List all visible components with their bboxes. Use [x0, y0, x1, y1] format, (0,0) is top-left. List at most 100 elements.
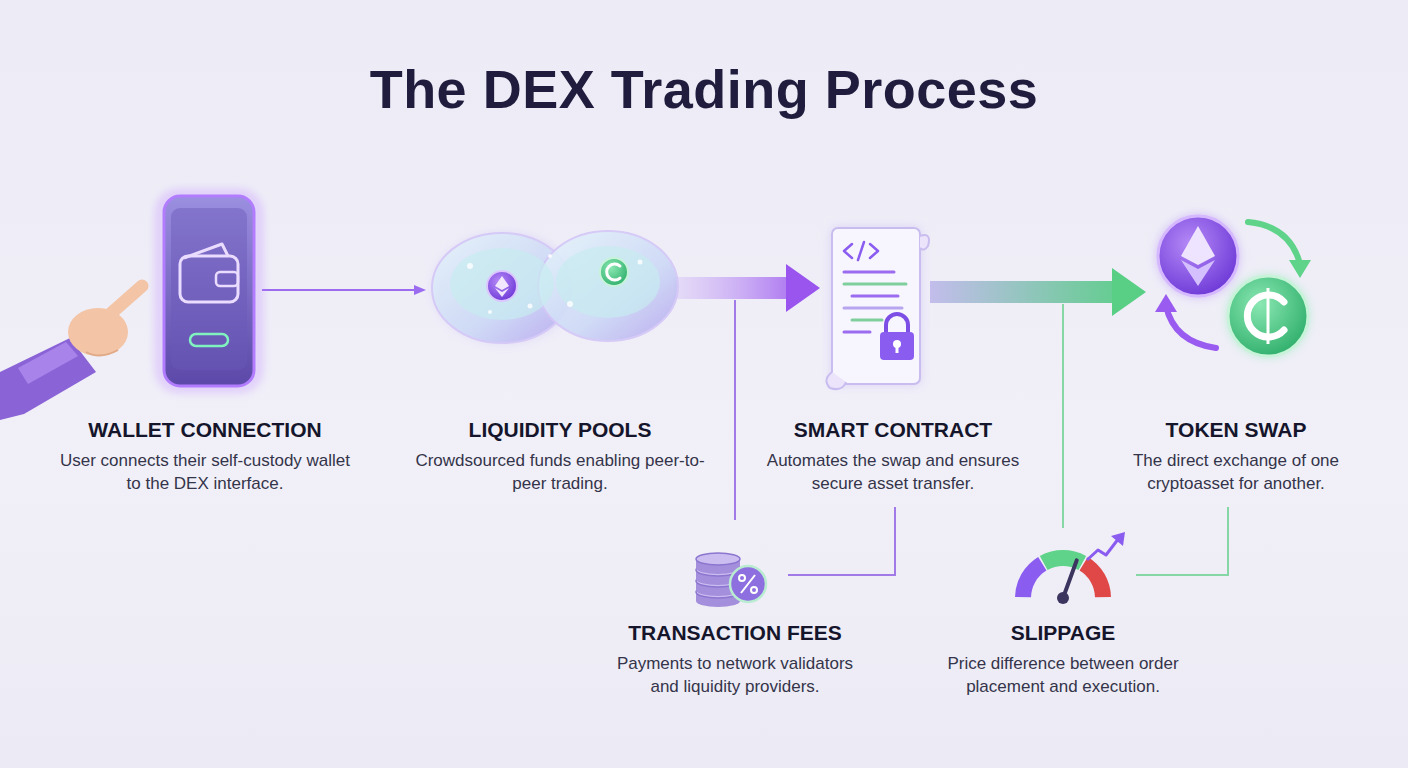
scroll-curl — [826, 372, 846, 389]
pool-right — [538, 231, 678, 341]
gauge-segment — [1015, 557, 1046, 597]
percent-symbol — [751, 587, 757, 593]
swap-arrowhead — [1289, 260, 1311, 278]
coin-glow — [1156, 214, 1240, 298]
code-line — [844, 307, 902, 310]
step-heading: TRANSACTION FEES — [603, 620, 868, 646]
hand-palm — [68, 308, 128, 356]
step-description: Automates the swap and ensures secure as… — [748, 449, 1038, 495]
process-step: LIQUIDITY POOLSCrowdsourced funds enabli… — [430, 226, 680, 346]
step-heading: SMART CONTRACT — [748, 417, 1038, 443]
cedi-symbol — [1267, 288, 1270, 344]
process-step: SMART CONTRACTAutomates the swap and ens… — [822, 222, 932, 394]
coin-symbol — [607, 264, 620, 280]
ether-symbol — [1181, 260, 1215, 286]
scroll-curl — [920, 235, 929, 249]
lock-keyhole — [896, 345, 899, 353]
fee-leader-line — [734, 300, 736, 520]
percent-symbol — [741, 575, 755, 593]
scroll-glow — [830, 226, 922, 386]
wallet-flap — [184, 244, 228, 258]
pool-water — [556, 246, 660, 318]
step-texts: WALLET CONNECTION User connects their sel… — [55, 417, 355, 495]
pool-bubble — [528, 304, 533, 309]
step-description: Crowdsourced funds enabling peer-to-peer… — [415, 449, 705, 495]
pool-bubble — [467, 263, 473, 269]
gauge-segment — [1080, 557, 1111, 597]
process-step: TRANSACTION FEESPayments to network vali… — [692, 536, 766, 606]
pool-left — [432, 233, 572, 343]
flow-arrow — [674, 277, 786, 299]
hand-cuff — [18, 342, 78, 384]
scroll-paper — [832, 228, 920, 384]
pool-bubble — [638, 260, 643, 265]
ether-coin — [1158, 216, 1238, 296]
cedi-coin — [1228, 276, 1308, 356]
step-icon — [822, 222, 932, 394]
pool-water — [450, 248, 554, 320]
swap-arrow — [1166, 306, 1216, 348]
hand-finger — [108, 286, 142, 316]
code-symbol — [844, 242, 878, 260]
coin-symbol — [495, 276, 509, 297]
lock-shackle — [886, 314, 908, 334]
step-heading: LIQUIDITY POOLS — [415, 417, 705, 443]
cedi-symbol — [1247, 295, 1284, 337]
step-texts: TRANSACTION FEES Payments to network vali… — [603, 620, 868, 698]
step-icon — [692, 536, 766, 606]
step-texts: TOKEN SWAP The direct exchange of one cry… — [1091, 417, 1381, 495]
pool-coin — [487, 271, 517, 301]
step-description: The direct exchange of one cryptoasset f… — [1091, 449, 1381, 495]
trend-arrowhead — [1111, 532, 1125, 546]
process-step: WALLET CONNECTIONUser connects their sel… — [158, 192, 260, 390]
step-icon — [1003, 530, 1128, 605]
flow-arrow — [930, 281, 1112, 303]
ether-symbol — [1181, 226, 1215, 265]
step-icon — [1150, 208, 1315, 360]
code-line — [844, 283, 906, 286]
step-heading: SLIPPAGE — [923, 620, 1203, 646]
phone-glow — [160, 194, 258, 388]
step-texts: SMART CONTRACT Automates the swap and ens… — [748, 417, 1038, 495]
phone-screen — [171, 208, 247, 370]
coin-glow — [1226, 274, 1310, 358]
connector-line — [788, 507, 895, 575]
gauge — [1015, 550, 1111, 604]
gauge-segment — [1040, 550, 1086, 570]
phone-button — [190, 334, 228, 346]
step-heading: WALLET CONNECTION — [55, 417, 355, 443]
step-icon — [430, 226, 680, 346]
pool-bubble — [548, 254, 552, 258]
code-line — [852, 295, 898, 298]
wallet-outline — [180, 256, 238, 302]
coin-stack-top — [696, 553, 740, 565]
pool-bubble — [488, 310, 492, 314]
pointing-hand — [0, 286, 142, 420]
hand-crease — [86, 350, 118, 356]
gauge-hub — [1057, 592, 1069, 604]
lock-body — [880, 332, 914, 360]
process-step: SLIPPAGEPrice difference between order p… — [1003, 530, 1128, 605]
code-line — [844, 331, 870, 334]
step-texts: LIQUIDITY POOLS Crowdsourced funds enabli… — [415, 417, 705, 495]
pool-coin — [600, 258, 628, 286]
percent-coin — [730, 566, 766, 602]
swap-arrowhead — [1155, 294, 1177, 312]
process-step: TOKEN SWAPThe direct exchange of one cry… — [1150, 208, 1315, 360]
connector-group — [262, 288, 1228, 575]
percent-symbol — [739, 575, 745, 581]
trend-arrow — [1087, 538, 1119, 560]
diagram-title: The DEX Trading Process — [0, 58, 1408, 120]
wallet-clasp — [216, 272, 238, 286]
step-description: Price difference between order placement… — [923, 652, 1203, 698]
step-icon — [158, 192, 260, 390]
step-description: User connects their self-custody wallet … — [55, 449, 355, 495]
pool-bubble — [567, 301, 573, 307]
step-description: Payments to network validators and liqui… — [603, 652, 868, 698]
connector-line — [1136, 507, 1228, 575]
step-heading: TOKEN SWAP — [1091, 417, 1381, 443]
code-line — [844, 271, 894, 274]
step-texts: SLIPPAGE Price difference between order p… — [923, 620, 1203, 698]
swap-arrow — [1248, 222, 1300, 264]
phone-body — [164, 196, 254, 386]
